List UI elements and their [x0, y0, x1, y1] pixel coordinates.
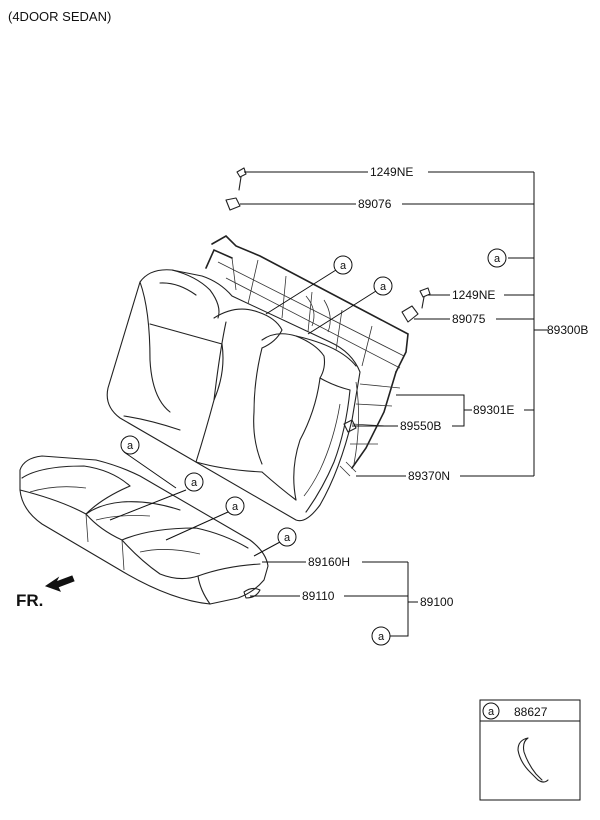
callout-a-cushion-4: a	[277, 527, 297, 547]
front-label: FR.	[16, 591, 43, 610]
svg-text:a: a	[380, 281, 387, 293]
seat-back-illustration	[106, 269, 361, 522]
leader-lines	[109, 171, 548, 637]
front-direction-marker: FR.	[16, 575, 75, 610]
label-cushion-pad: 89110	[302, 589, 335, 603]
bolt-upper-illustration	[236, 167, 247, 191]
label-guide-upper: 89076	[358, 197, 392, 211]
guide-upper-illustration	[225, 197, 241, 211]
legend-box: a 88627	[479, 699, 581, 801]
svg-text:a: a	[127, 440, 134, 452]
callout-a-right: a	[487, 248, 507, 268]
svg-text:a: a	[232, 501, 239, 513]
seat-back-frame	[205, 235, 409, 477]
seat-cushion-illustration	[19, 455, 269, 605]
callout-a-cushion-1: a	[120, 435, 140, 455]
callout-a-back-2: a	[373, 276, 393, 296]
svg-text:a: a	[494, 253, 501, 265]
svg-text:a: a	[191, 477, 198, 489]
label-back-pad: 89370N	[408, 469, 450, 483]
label-cushion-cover: 89160H	[308, 555, 350, 569]
legend-letter: a	[488, 706, 495, 718]
legend-part-number: 88627	[514, 705, 548, 719]
svg-text:a: a	[284, 532, 291, 544]
label-bolt-upper: 1249NE	[370, 165, 413, 179]
svg-text:a: a	[378, 631, 385, 643]
label-back-assembly: 89300B	[547, 323, 588, 337]
label-bolt-right: 1249NE	[452, 288, 495, 302]
callout-a-cushion-3: a	[225, 496, 245, 516]
label-hinge: 89550B	[400, 419, 441, 433]
callout-a-back-1: a	[333, 255, 353, 275]
svg-text:a: a	[340, 260, 347, 272]
bolt-right-illustration	[419, 287, 431, 309]
variant-title: (4DOOR SEDAN)	[8, 9, 111, 24]
label-back-frame: 89301E	[473, 403, 514, 417]
label-cushion-assembly: 89100	[420, 595, 454, 609]
callout-a-cushion-2: a	[184, 472, 204, 492]
label-guide-right: 89075	[452, 312, 486, 326]
clip-icon	[517, 737, 549, 783]
arrow-icon	[44, 575, 75, 592]
callout-a-bracket: a	[371, 626, 391, 646]
guide-right-illustration	[401, 305, 419, 323]
